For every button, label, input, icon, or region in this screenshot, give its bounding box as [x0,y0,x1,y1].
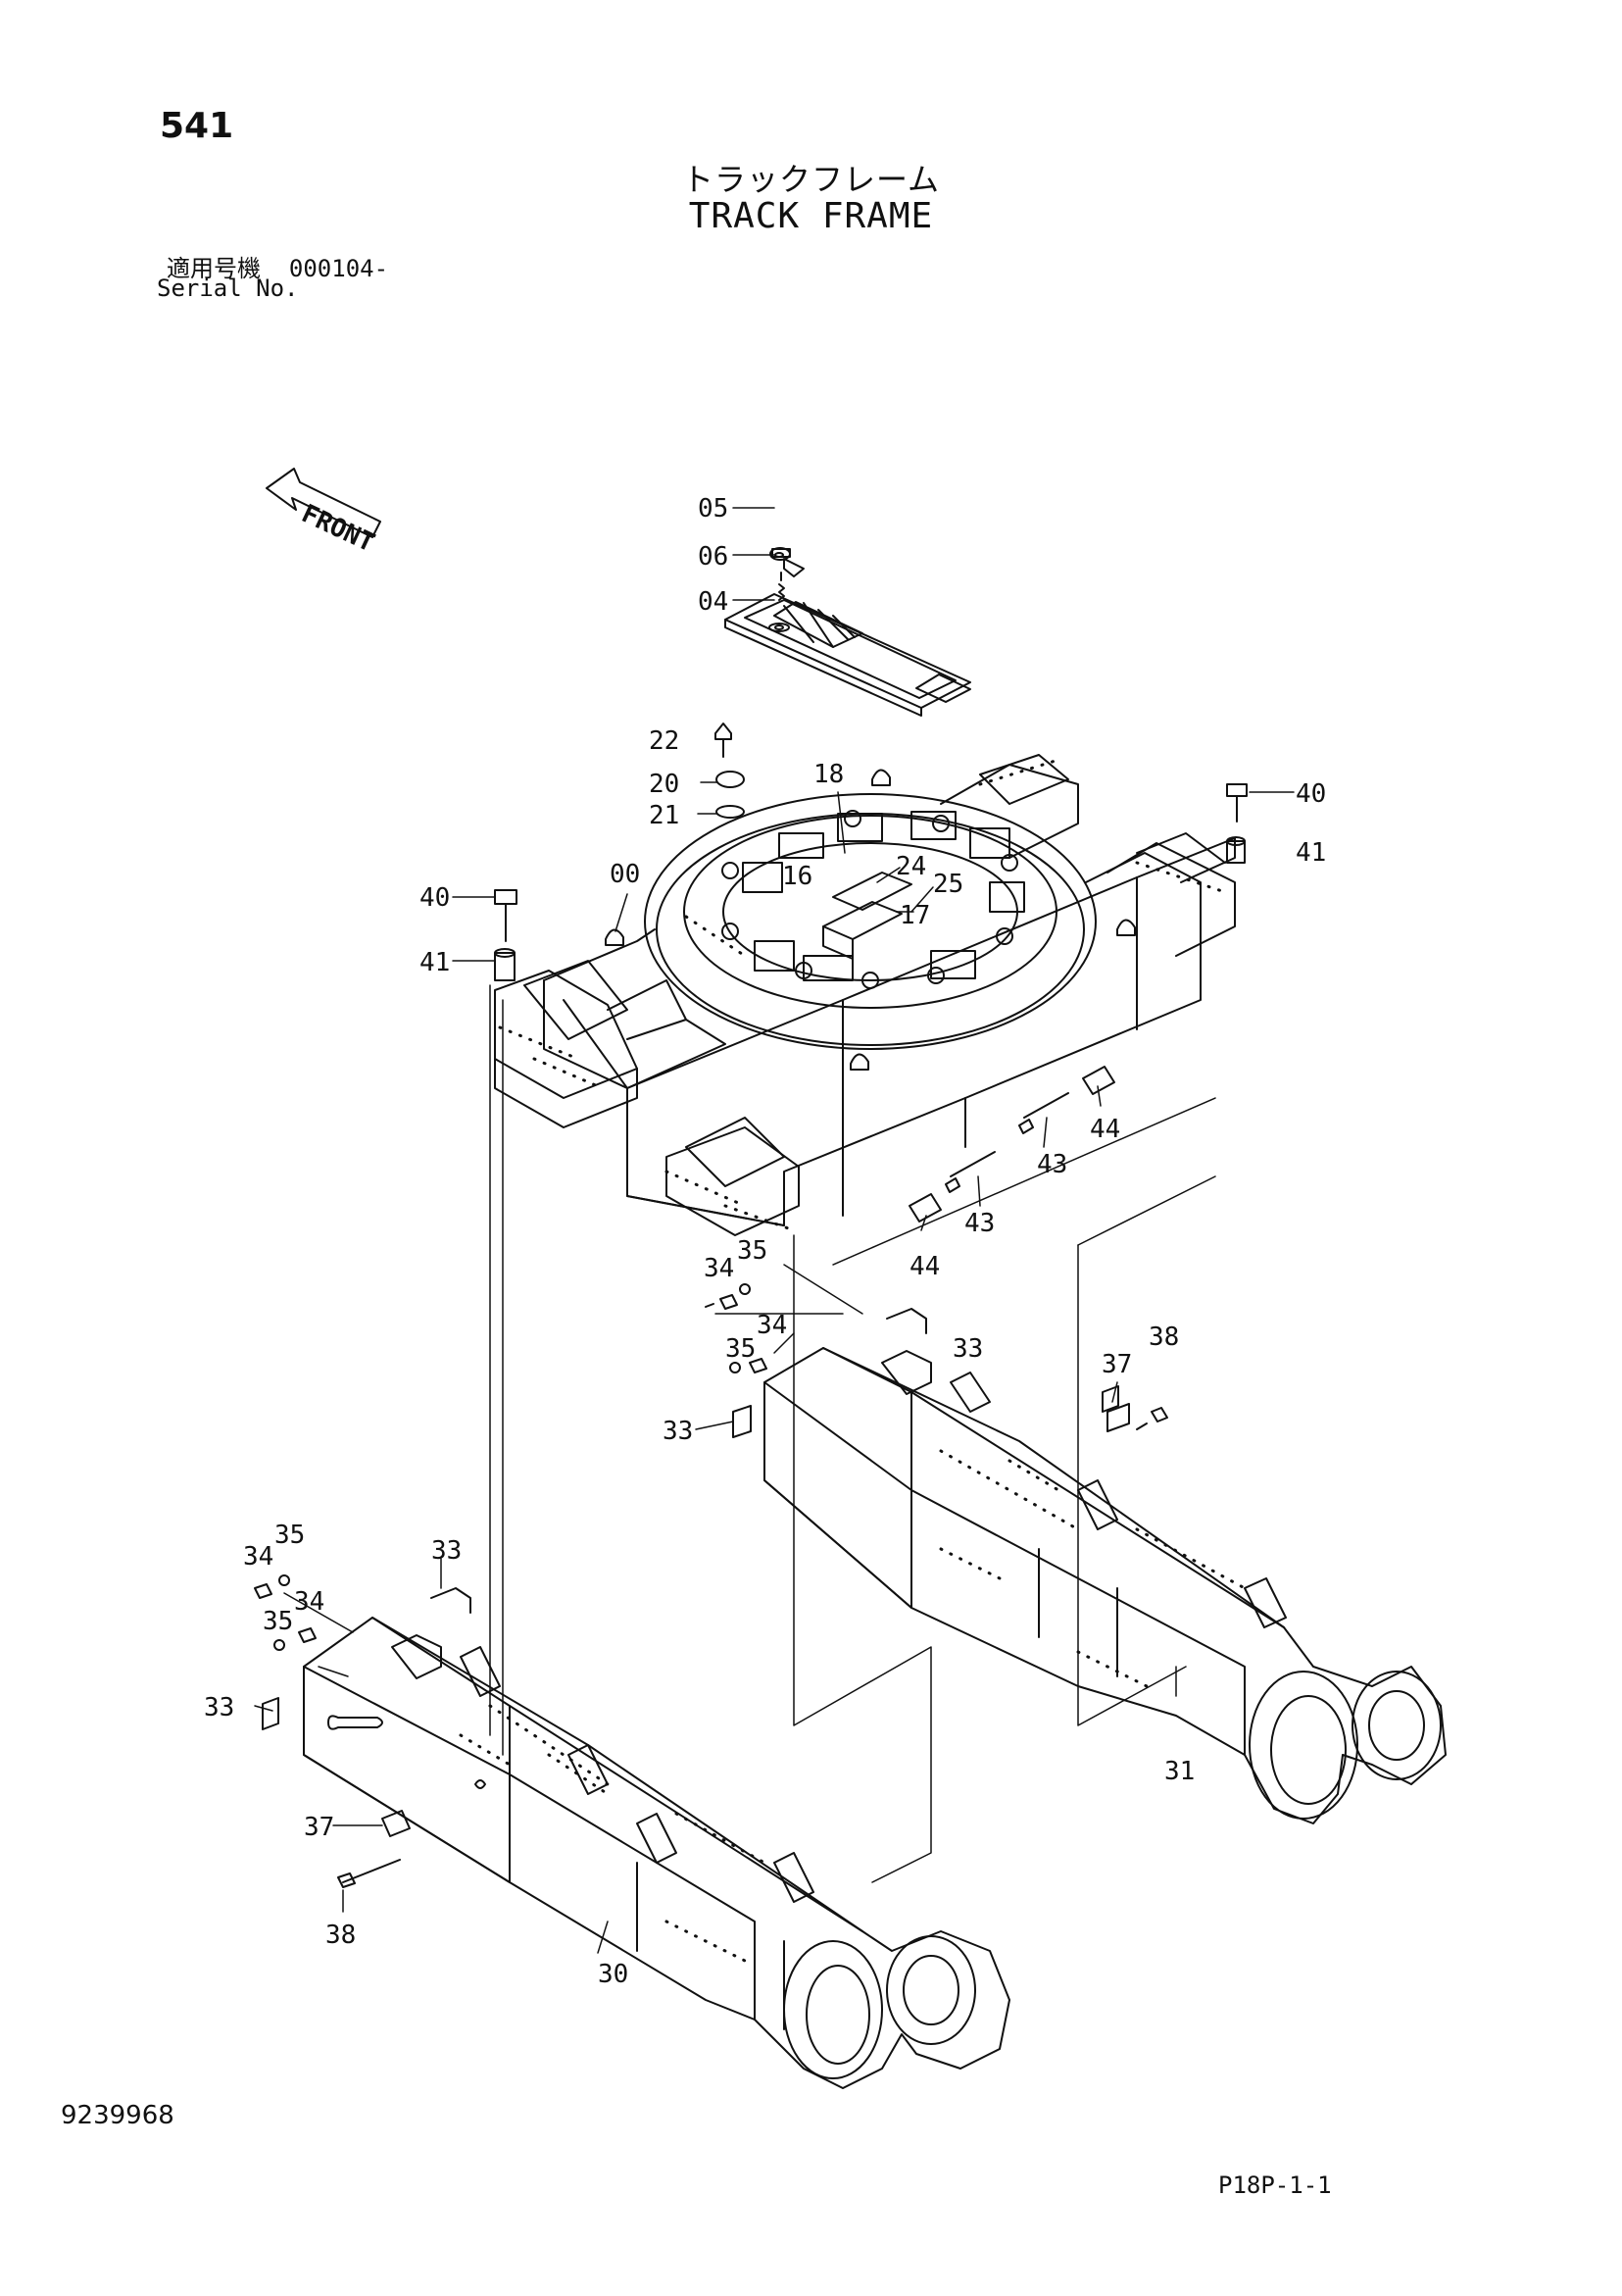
callout-34-d: 34 [294,1587,324,1617]
callout-21: 21 [649,801,679,830]
callout-34-c: 34 [243,1542,273,1572]
callout-16: 16 [782,862,812,891]
serial-value: 000104- [288,255,389,282]
callout-30: 30 [598,1960,628,1989]
leader-lines [254,507,1295,1954]
serial-range: 適用号機 000104- [167,249,388,283]
callout-37-left: 37 [304,1813,334,1842]
callout-00: 00 [610,860,640,889]
callout-41-left: 41 [419,948,450,977]
assembly-lines [283,984,1216,1883]
sheet-reference: P18P-1-1 [1218,2171,1332,2199]
callout-33-right-side: 33 [663,1417,693,1446]
upper-hardware [494,723,1248,1223]
callout-35-b: 35 [725,1334,756,1364]
title-english: TRACK FRAME [688,196,934,236]
callout-31: 31 [1164,1757,1195,1786]
callout-40-right: 40 [1296,779,1326,809]
callout-05: 05 [698,494,728,524]
centre-frame [494,754,1236,1236]
callout-34-b: 34 [757,1311,787,1340]
callout-24: 24 [896,852,926,881]
serial-label-en: Serial No. [157,275,299,302]
page-number: 541 [160,106,234,146]
callout-41-right: 41 [1296,838,1326,868]
callout-35-c: 35 [274,1521,305,1550]
callout-38-left: 38 [325,1921,356,1950]
callout-43-left: 43 [964,1209,995,1238]
callout-34-a: 34 [704,1254,734,1283]
front-arrow: FRONT [266,468,381,558]
callout-43-right: 43 [1037,1150,1067,1179]
cover-plate [724,547,971,717]
document-number: 9239968 [61,2101,174,2130]
callout-40-left: 40 [419,883,450,913]
callout-labels: 05 06 04 22 20 21 18 24 16 25 17 00 40 4… [204,494,1326,1989]
callout-17: 17 [900,901,930,930]
callout-06: 06 [698,542,728,572]
callout-37-right: 37 [1102,1350,1132,1379]
left-track-frame [254,1574,1010,2089]
callout-25: 25 [933,870,963,899]
callout-38-right: 38 [1149,1323,1179,1352]
callout-20: 20 [649,770,679,799]
right-track-frame [705,1283,1447,1824]
serial-label-jp: 適用号機 [167,255,261,282]
callout-35-a: 35 [737,1236,767,1266]
front-arrow-label: FRONT [297,499,379,558]
callout-35-d: 35 [263,1607,293,1636]
callout-44-right: 44 [1090,1115,1120,1144]
callout-33-right-top: 33 [953,1334,983,1364]
callout-04: 04 [698,587,728,617]
callout-33-left-top: 33 [431,1536,462,1566]
callout-44-left: 44 [909,1252,940,1281]
callout-18: 18 [813,760,844,789]
title-japanese: トラックフレーム [681,161,941,198]
callout-33-left-side: 33 [204,1693,234,1722]
callout-22: 22 [649,726,679,756]
